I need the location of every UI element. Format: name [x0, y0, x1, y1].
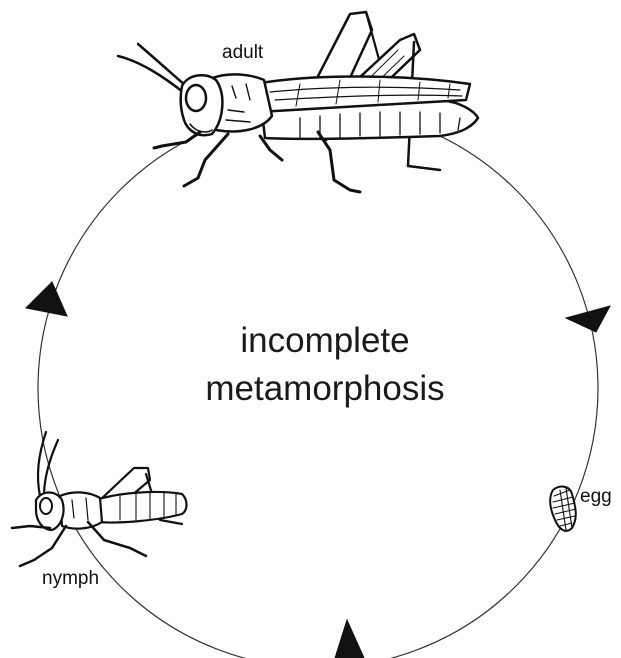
egg-pod-illustration [550, 487, 576, 531]
adult-label: adult [222, 42, 264, 63]
egg-label: egg [580, 486, 612, 507]
cycle-arrow-bottom [335, 620, 364, 658]
cycle-arrow-right [566, 306, 610, 332]
nymph-illustration [12, 432, 187, 566]
nymph-label: nymph [42, 568, 99, 589]
diagram-title-line-2: metamorphosis [205, 369, 444, 408]
diagram-title-line-1: incomplete [240, 321, 409, 360]
cycle-arrow-left [26, 282, 67, 316]
adult-grasshopper-illustration [118, 12, 478, 192]
